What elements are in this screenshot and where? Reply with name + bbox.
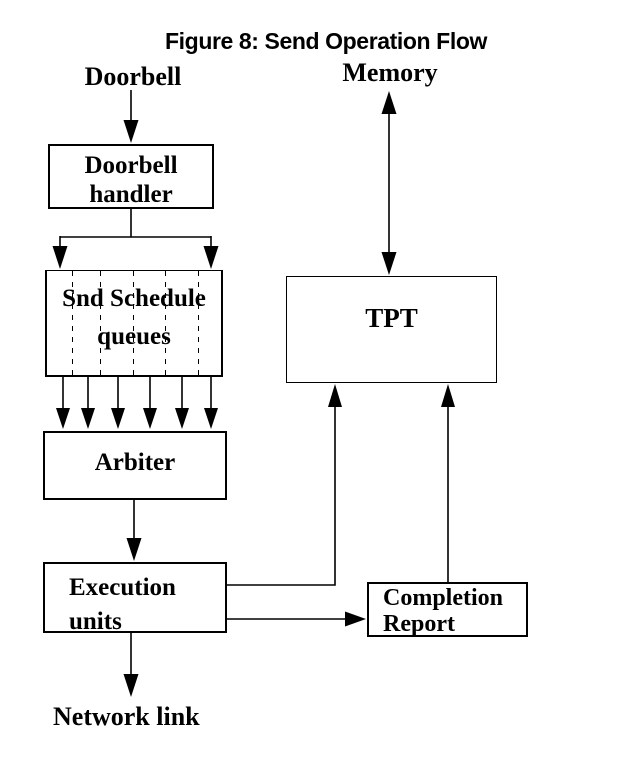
double-arrow-memory-tpt <box>381 91 397 275</box>
arrow-completion-report-to-tpt <box>441 384 455 582</box>
arrow-execution-units-to-network-link <box>123 633 139 697</box>
arrows-handler-to-queues <box>52 209 219 269</box>
queue-divider-dashed-line <box>198 271 199 375</box>
queues-label-line2: queues <box>97 323 171 350</box>
execution-units-label-line2: units <box>69 608 122 635</box>
queue-divider-dashed-line <box>133 271 134 375</box>
doorbell-handler-box: Doorbell handler <box>48 144 214 209</box>
execution-units-box: Execution units <box>43 562 227 635</box>
queues-label-line1: Snd Schedule <box>62 285 206 312</box>
arbiter-box: Arbiter <box>43 431 227 500</box>
completion-report-box: Completion Report <box>367 582 528 637</box>
doorbell-handler-label-line1: Doorbell <box>84 152 178 179</box>
figure-title: Figure 8: Send Operation Flow <box>165 28 487 54</box>
doorbell-handler-label-line2: handler <box>89 181 173 208</box>
tpt-label: TPT <box>365 303 418 333</box>
queue-divider-dashed-line <box>100 271 101 375</box>
network-link-label: Network link <box>53 702 200 731</box>
completion-report-label-line1: Completion <box>383 585 503 611</box>
snd-schedule-queues-box: Snd Schedule queues <box>45 270 223 377</box>
arbiter-label: Arbiter <box>94 449 176 476</box>
arrows-queues-to-arbiter <box>56 377 218 429</box>
queue-divider-dashed-line <box>72 271 73 375</box>
tpt-box: TPT <box>286 276 497 383</box>
arrow-execution-units-to-completion-report <box>227 611 366 627</box>
arrow-arbiter-to-execution-units <box>126 500 142 561</box>
doorbell-label: Doorbell <box>84 62 182 91</box>
arrow-doorbell-to-handler <box>123 90 139 143</box>
execution-units-label-line1: Execution <box>69 574 176 601</box>
arrow-execution-units-to-tpt <box>227 384 342 586</box>
queue-divider-dashed-line <box>165 271 166 375</box>
memory-label: Memory <box>342 58 438 87</box>
completion-report-label-line2: Report <box>383 611 455 637</box>
